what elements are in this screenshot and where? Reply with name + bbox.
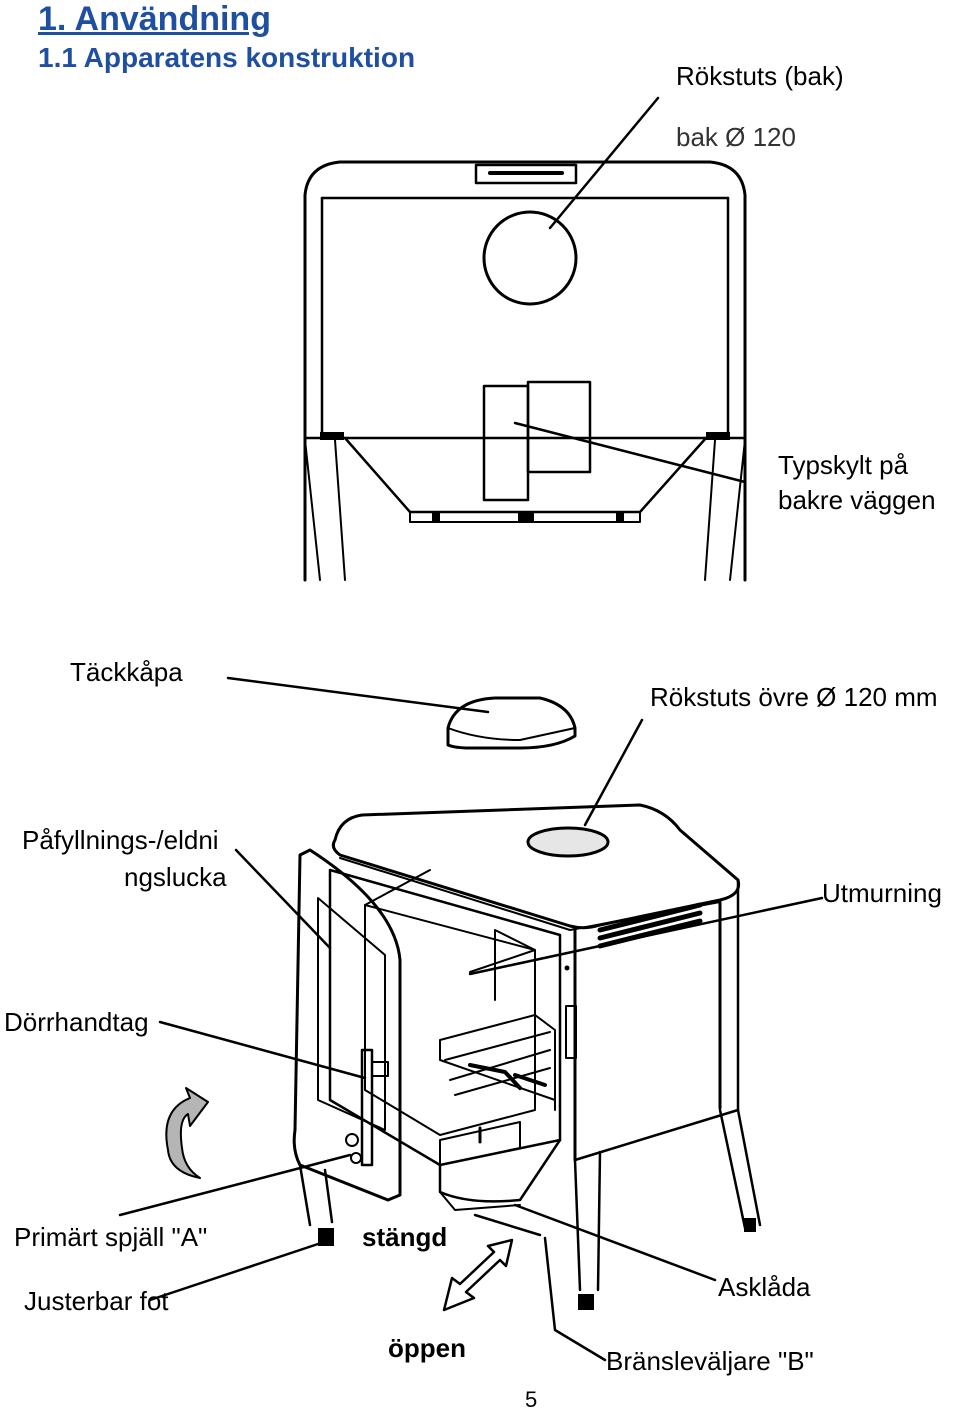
open-close-arrow-icon (442, 1238, 514, 1312)
label-lining: Utmurning (822, 878, 942, 908)
label-primary-damper: Primärt spjäll "A" (14, 1222, 208, 1252)
top-flue-outlet (526, 826, 610, 858)
label-adjustable-foot: Justerbar fot (24, 1286, 169, 1316)
label-door-2: ngslucka (124, 862, 227, 892)
ash-pan-part (439, 1121, 521, 1166)
subsection-heading: 1.1 Apparatens konstruktion (38, 42, 416, 73)
label-type-plate-2: bakre väggen (778, 485, 936, 515)
cover-cap-part (446, 696, 577, 750)
label-type-plate-1: Typskylt på (778, 450, 909, 480)
label-cover-cap: Täckkåpa (70, 657, 183, 687)
rotate-arrow-icon (165, 1087, 209, 1179)
label-closed: stängd (362, 1222, 448, 1252)
label-top-flue: Rökstuts övre Ø 120 mm (650, 682, 938, 712)
page-number: 5 (525, 1387, 538, 1412)
section-heading: 1. Användning (38, 0, 271, 38)
label-rear-flue-partial: bak Ø 120 (676, 122, 796, 152)
rear-view-stove (303, 160, 747, 582)
front-view-stove (292, 803, 762, 1310)
type-plate (482, 384, 530, 502)
label-door-1: Påfyllnings-/eldni (22, 825, 219, 855)
label-door-handle: Dörrhandtag (4, 1007, 149, 1037)
label-ash-pan: Asklåda (718, 1272, 811, 1302)
door-handle-part (360, 1048, 374, 1167)
rear-flue-outlet (482, 210, 578, 306)
label-open: öppen (388, 1333, 466, 1363)
leader-lines (118, 96, 824, 1362)
label-rear-flue: Rökstuts (bak) (676, 61, 844, 91)
label-fuel-selector: Bränsleväljare "B" (606, 1346, 814, 1376)
door (292, 848, 402, 1202)
